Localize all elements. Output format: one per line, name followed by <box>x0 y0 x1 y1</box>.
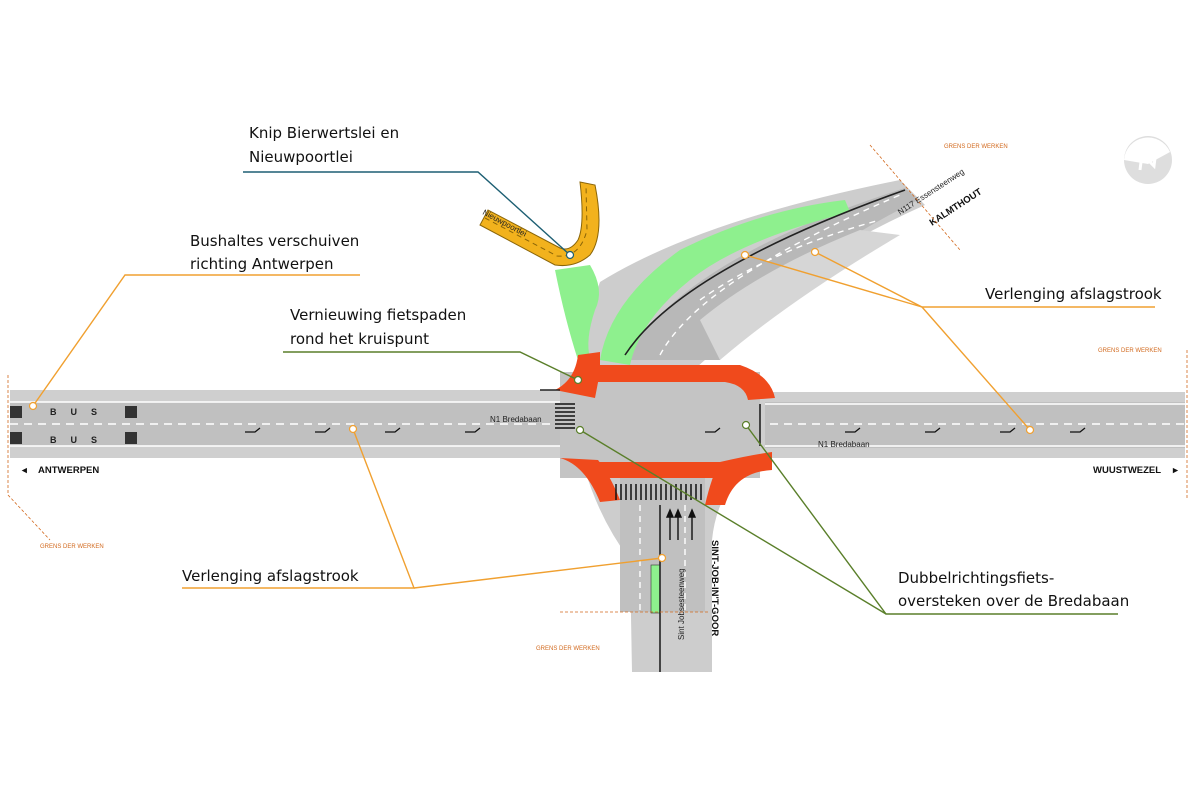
dot-bushaltes <box>28 401 38 411</box>
bus-stop-hatch-right <box>125 406 137 418</box>
callout-leaders <box>32 171 1155 615</box>
dot-dubbel-1 <box>741 420 751 430</box>
direction-antwerpen: ANTWERPEN <box>38 465 99 476</box>
n117-slip-lane <box>699 219 881 301</box>
dot-dubbel-2 <box>575 425 585 435</box>
callout-dubbel-line2: oversteken over de Bredabaan <box>898 592 1129 610</box>
south-leg-carriageway <box>620 478 705 612</box>
direction-wuustwezel: WUUSTWEZEL <box>1093 465 1161 476</box>
dot-afslag-right-1 <box>740 250 750 260</box>
n1-east-label: N1 Bredabaan <box>818 440 870 449</box>
sint-job-road-label: Sint Jobsesteenweg <box>677 568 686 640</box>
callout-knip-line1: Knip Bierwertslei en <box>249 124 399 142</box>
cycle-path-north <box>595 365 775 400</box>
dot-fietspaden <box>573 375 583 385</box>
bus-stop-markings: BUS BUS <box>10 406 137 445</box>
grens-label-east: GRENS DER WERKEN <box>1098 348 1162 354</box>
callout-dubbel-line1: Dubbelrichtingsfiets- <box>898 569 1054 587</box>
knip-lane <box>484 184 588 257</box>
junction-core <box>560 372 760 478</box>
leader-dubbel-b <box>579 429 887 615</box>
direction-arrow-wuustwezel: ▸ <box>1172 465 1179 476</box>
bus-stop-text-bottom: BUS <box>50 435 111 445</box>
zebra-south <box>615 484 702 500</box>
direction-sint-job: SINT-JOB-IN'T-GOOR <box>709 540 720 636</box>
lane-markings <box>10 194 1185 612</box>
callout-dots <box>28 247 1035 563</box>
dot-afslag-left-1 <box>348 424 358 434</box>
median-lines <box>540 189 906 672</box>
dot-knip <box>565 250 575 260</box>
callout-afslag-right: Verlenging afslagstrook <box>985 285 1162 303</box>
bus-stop-hatch-left <box>10 406 22 418</box>
leader-bushaltes <box>32 274 360 407</box>
knip-road <box>479 181 600 266</box>
works-boundaries <box>7 144 1188 613</box>
bus-stop-hatch-left-bottom <box>10 432 22 444</box>
callout-bushaltes-line1: Bushaltes verschuiven <box>190 232 359 250</box>
direction-arrow-antwerpen: ◂ <box>21 465 28 476</box>
dot-afslag-right-2 <box>810 247 820 257</box>
south-leg-arrows <box>665 508 697 540</box>
bus-stop-text-top: BUS <box>50 407 111 417</box>
cycle-path-se <box>705 452 772 505</box>
n117-slip-verge <box>700 230 900 360</box>
dot-afslag-left-2 <box>657 553 667 563</box>
north-arrow-icon <box>1124 136 1172 184</box>
leader-afslag-right-b <box>744 254 923 308</box>
leader-afslag-right-c <box>921 306 1031 431</box>
callout-fietspaden-line2: rond het kruispunt <box>290 330 429 348</box>
n1-west-label: N1 Bredabaan <box>490 415 542 424</box>
cycle-path-nw <box>555 352 600 398</box>
grens-label-nw: GRENS DER WERKEN <box>944 144 1008 150</box>
leader-afslag-left-b <box>413 557 663 589</box>
turn-arrows <box>245 427 1086 433</box>
cycle-path-south <box>598 462 722 478</box>
bus-stop-hatch-right-bottom <box>125 432 137 444</box>
n117-lane <box>659 194 901 356</box>
green-area-left <box>555 265 599 360</box>
cycle-path-sw <box>560 458 620 502</box>
callout-fietspaden-line1: Vernieuwing fietspaden <box>290 306 466 324</box>
green-median-south <box>650 564 661 614</box>
dot-afslag-right-3 <box>1025 425 1035 435</box>
zebra-west <box>555 403 575 429</box>
leader-knip <box>243 171 571 256</box>
callout-bushaltes-line2: richting Antwerpen <box>190 255 334 273</box>
grens-label-south: GRENS DER WERKEN <box>536 646 600 652</box>
zebra-crossings <box>555 403 702 500</box>
grens-label-west: GRENS DER WERKEN <box>40 544 104 550</box>
green-area-right <box>600 200 850 365</box>
road-network <box>10 180 1185 672</box>
knip-nieuwpoortlei: Nieuwpoortlei <box>479 181 600 266</box>
n1-east-carriageway <box>765 402 1185 448</box>
callout-knip-line2: Nieuwpoortlei <box>249 148 353 166</box>
callout-afslag-left: Verlenging afslagstrook <box>182 567 359 585</box>
leader-fietspaden <box>283 351 579 381</box>
cycle-paths <box>555 352 775 505</box>
